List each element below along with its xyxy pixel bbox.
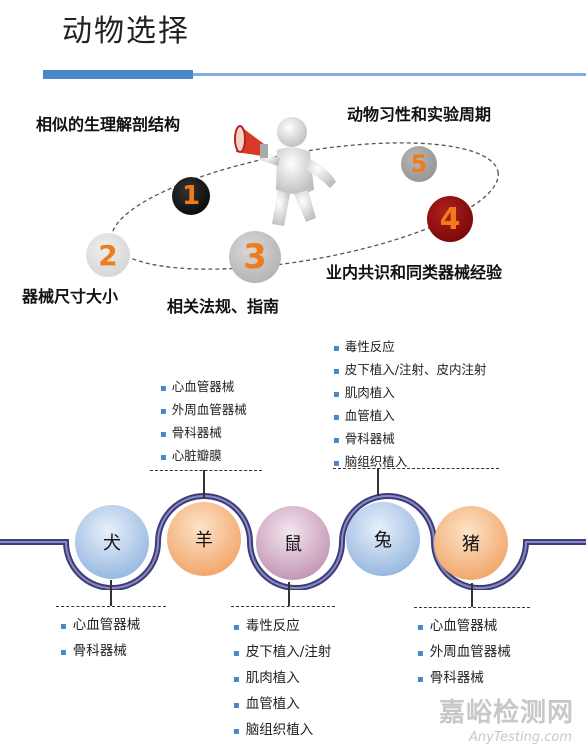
list-item: 肌肉植入 xyxy=(333,382,487,405)
connector-sheep xyxy=(203,470,205,498)
list-item: 心血管器械 xyxy=(417,614,511,640)
list-item: 骨科器械 xyxy=(160,422,247,445)
list-rabbit: 毒性反应 皮下植入/注射、皮内注射 肌肉植入 血管植入 骨科器械 脑组织植入 xyxy=(333,336,487,474)
animal-rat: 鼠 xyxy=(256,506,330,580)
factor-number-4: 4 xyxy=(427,196,473,242)
list-item: 肌肉植入 xyxy=(233,666,331,692)
list-item: 骨科器械 xyxy=(333,428,487,451)
list-rat: 毒性反应 皮下植入/注射 肌肉植入 血管植入 脑组织植入 xyxy=(233,614,332,744)
list-item: 心脏瓣膜 xyxy=(160,445,247,468)
connector-dog xyxy=(110,580,112,606)
list-item: 心血管器械 xyxy=(60,613,141,639)
list-sheep: 心血管器械 外周血管器械 骨科器械 心脏瓣膜 xyxy=(160,376,247,468)
list-item: 血管植入 xyxy=(333,405,487,428)
list-item: 毒性反应 xyxy=(333,336,487,359)
factor-number-3: 3 xyxy=(229,231,281,283)
page-title: 动物选择 xyxy=(62,14,190,49)
factor-label-1: 相似的生理解剖结构 xyxy=(36,115,181,134)
animal-pig: 猪 xyxy=(434,506,508,580)
list-item: 血管植入 xyxy=(233,692,331,718)
factor-number-1: 1 xyxy=(172,177,210,215)
animal-rabbit: 兔 xyxy=(346,502,420,576)
list-item: 外周血管器械 xyxy=(417,640,511,666)
list-item: 皮下植入/注射 xyxy=(233,640,332,666)
list-item: 心血管器械 xyxy=(160,376,247,399)
factor-label-4: 业内共识和同类器械经验 xyxy=(326,263,503,282)
divider-dog xyxy=(56,606,166,607)
connector-pig xyxy=(471,583,473,607)
list-item: 毒性反应 xyxy=(233,614,331,640)
list-pig: 心血管器械 外周血管器械 骨科器械 xyxy=(417,614,511,692)
list-item: 骨科器械 xyxy=(417,666,511,692)
list-item: 脑组织植入 xyxy=(233,718,331,744)
watermark-url: AnyTesting.com xyxy=(468,730,572,745)
connector-rabbit xyxy=(377,468,379,496)
list-item: 骨科器械 xyxy=(60,639,140,665)
list-item: 脑组织植入 xyxy=(333,451,487,474)
divider-rat xyxy=(231,606,335,607)
list-dog: 心血管器械 骨科器械 xyxy=(60,613,141,665)
list-item: 外周血管器械 xyxy=(160,399,247,422)
animal-sheep: 羊 xyxy=(167,502,241,576)
factor-label-3: 相关法规、指南 xyxy=(167,297,280,316)
megaphone-person-icon xyxy=(234,117,336,226)
animal-dog: 犬 xyxy=(75,505,149,579)
watermark-text: 嘉峪检测网 xyxy=(438,698,574,728)
factor-label-2: 器械尺寸大小 xyxy=(22,287,119,306)
divider-sheep xyxy=(150,470,262,471)
factor-number-2: 2 xyxy=(86,233,130,277)
factor-label-5: 动物习性和实验周期 xyxy=(347,105,492,124)
list-item: 皮下植入/注射、皮内注射 xyxy=(333,359,487,382)
divider-pig xyxy=(414,607,530,608)
title-underline-accent xyxy=(43,70,193,79)
factor-number-5: 5 xyxy=(401,146,437,182)
title-underline xyxy=(193,73,586,76)
connector-rat xyxy=(288,582,290,606)
